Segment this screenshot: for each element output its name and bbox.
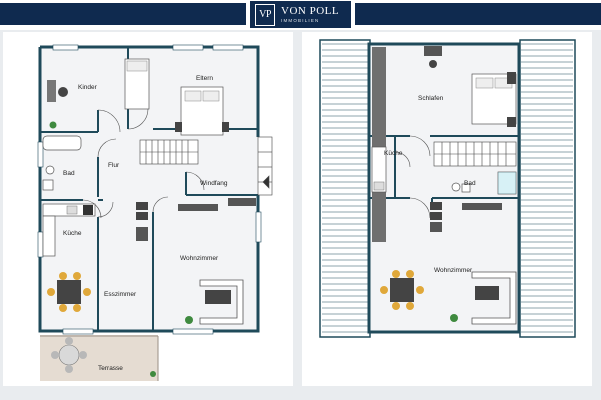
- roof-slope-left: [319, 39, 371, 338]
- roof-hatch-left: [322, 43, 368, 333]
- room-label-flur: Flur: [108, 162, 120, 169]
- upper-wohnzimmer-furniture: [380, 202, 517, 325]
- ground-floor-panel: Kinder Eltern Flur Bad Windfang Küche Wo…: [3, 32, 293, 386]
- eltern-furniture: [175, 86, 229, 136]
- kueche-furniture: [42, 203, 96, 257]
- brand-banner: VP VON POLL IMMOBILIEN: [0, 0, 601, 30]
- kinder-furniture: [47, 58, 150, 129]
- upper-room-label-wohnzimmer: Wohnzimmer: [434, 267, 473, 274]
- upper-bad-furniture: [451, 171, 517, 195]
- esszimmer-furniture: [47, 272, 91, 312]
- room-label-eltern: Eltern: [196, 75, 213, 82]
- windfang-furniture: [228, 198, 256, 206]
- ground-floor-plan: Kinder Eltern Flur Bad Windfang Küche Wo…: [37, 44, 273, 381]
- banner-band-left: [0, 3, 246, 25]
- room-label-kueche: Küche: [63, 230, 82, 237]
- upper-room-label-schlafen: Schlafen: [418, 95, 444, 102]
- banner-band-right: [355, 3, 601, 25]
- ground-doors: [82, 108, 205, 219]
- logo-subtitle: IMMOBILIEN: [281, 17, 320, 23]
- roof-slope-right: [519, 39, 576, 338]
- terrasse-furniture: [51, 337, 156, 377]
- room-label-bad: Bad: [63, 170, 75, 177]
- ground-stairs: [139, 139, 199, 165]
- brand-logo: VP VON POLL IMMOBILIEN: [250, 1, 351, 28]
- upper-room-label-kueche: Küche: [384, 150, 403, 157]
- entrance-steps: [257, 136, 273, 196]
- upper-kueche-furniture: [371, 146, 387, 193]
- logo-name: VON POLL: [281, 4, 340, 17]
- ground-interior-walls: [40, 47, 258, 331]
- upper-floor-plan: Schlafen Küche Bad Wohnzimmer: [319, 39, 576, 338]
- upper-floor-panel: Schlafen Küche Bad Wohnzimmer: [302, 32, 592, 386]
- logo-monogram: VP: [255, 3, 275, 26]
- upper-stairs: [433, 141, 517, 167]
- wohnzimmer-furniture: [136, 202, 244, 325]
- bad-furniture: [42, 135, 82, 191]
- upper-outer-walls: [367, 42, 521, 334]
- schlafen-furniture: [424, 46, 517, 127]
- chimney: [372, 47, 386, 242]
- terrace-area: [40, 335, 158, 381]
- room-label-wohnzimmer: Wohnzimmer: [180, 255, 219, 262]
- upper-room-label-bad: Bad: [464, 180, 476, 187]
- ground-windows: [37, 44, 262, 335]
- ground-outer-walls: [38, 45, 260, 333]
- room-label-windfang: Windfang: [200, 180, 228, 187]
- roof-hatch-right: [521, 43, 573, 333]
- room-label-esszimmer: Esszimmer: [104, 291, 137, 298]
- upper-doors: [394, 135, 431, 219]
- room-label-kinder: Kinder: [78, 84, 98, 91]
- room-label-terrasse: Terrasse: [98, 365, 123, 372]
